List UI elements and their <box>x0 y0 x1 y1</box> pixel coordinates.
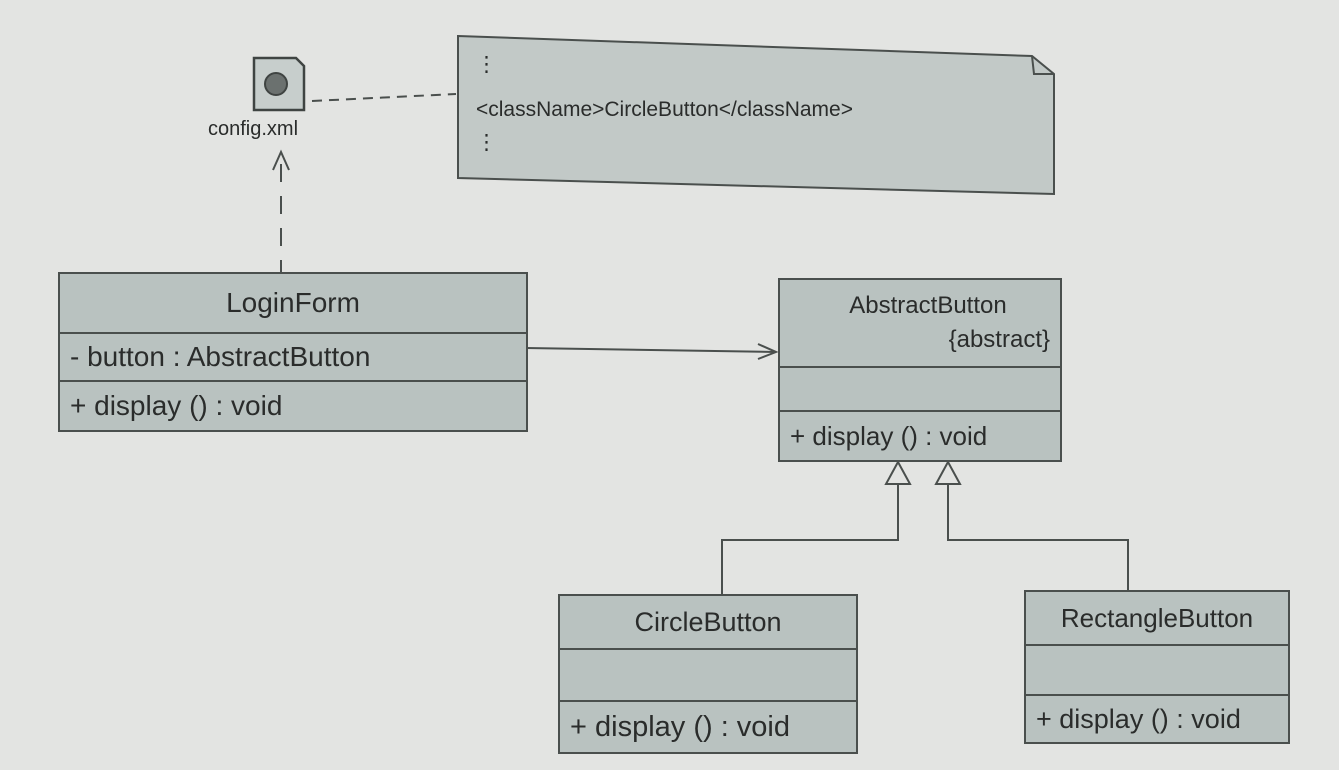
rectangle-generalization-line <box>947 484 1129 592</box>
class-abstract-button: AbstractButton {abstract} + display () :… <box>778 278 1062 462</box>
class-attribute: - button : AbstractButton <box>60 334 526 382</box>
class-name-block: AbstractButton {abstract} <box>780 280 1060 368</box>
class-attribute <box>780 368 1060 412</box>
association-line <box>525 347 777 353</box>
class-attribute <box>560 650 856 702</box>
class-name: RectangleButton <box>1026 592 1288 646</box>
class-name: CircleButton <box>560 596 856 650</box>
config-dependency-arrowhead <box>272 149 290 171</box>
note-anchor-line <box>311 93 457 102</box>
class-attribute <box>1026 646 1288 696</box>
config-file-label: config.xml <box>208 118 299 140</box>
class-operation: + display () : void <box>570 710 791 743</box>
class-rectangle-button: RectangleButton + display () : void <box>1024 590 1290 744</box>
class-operation: + display () : void <box>790 420 988 451</box>
abstract-stereotype: {abstract} <box>948 326 1050 353</box>
class-operation: + display () : void <box>1036 703 1241 734</box>
class-login-form: LoginForm - button : AbstractButton + di… <box>58 272 528 432</box>
class-circle-button: CircleButton + display () : void <box>558 594 858 754</box>
class-name: LoginForm <box>60 274 526 334</box>
config-note <box>457 34 1055 196</box>
association-arrowhead <box>757 343 779 360</box>
note-line: ⋮ <box>476 53 497 76</box>
rectangle-generalization-arrowhead <box>934 459 962 485</box>
circle-generalization-arrowhead <box>884 459 912 485</box>
class-operation: + display () : void <box>70 390 283 421</box>
note-line: <className>CircleButton</className> <box>476 98 853 121</box>
circle-generalization-line <box>721 484 899 596</box>
xml-file-icon <box>252 56 306 112</box>
class-name: AbstractButton <box>849 292 1007 319</box>
note-line: ⋮ <box>476 131 497 154</box>
